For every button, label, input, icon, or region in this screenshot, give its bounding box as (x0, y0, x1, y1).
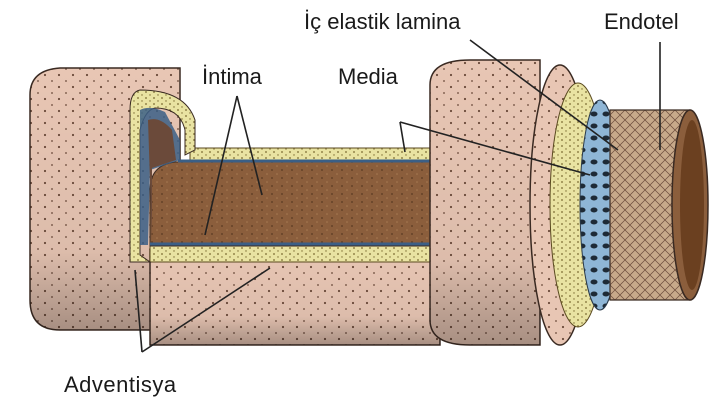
label-inner-elastic-lamina: İç elastik lamina (304, 11, 461, 33)
label-intima: İntima (202, 66, 262, 88)
endothelium-tube (610, 110, 708, 300)
right-cut-end (530, 65, 620, 345)
opened-vessel-trough (150, 148, 440, 345)
label-endothelium: Endotel (604, 11, 679, 33)
label-adventitia: Adventisya (64, 374, 177, 396)
right-vessel-segment (430, 60, 540, 345)
label-media: Media (338, 66, 398, 88)
